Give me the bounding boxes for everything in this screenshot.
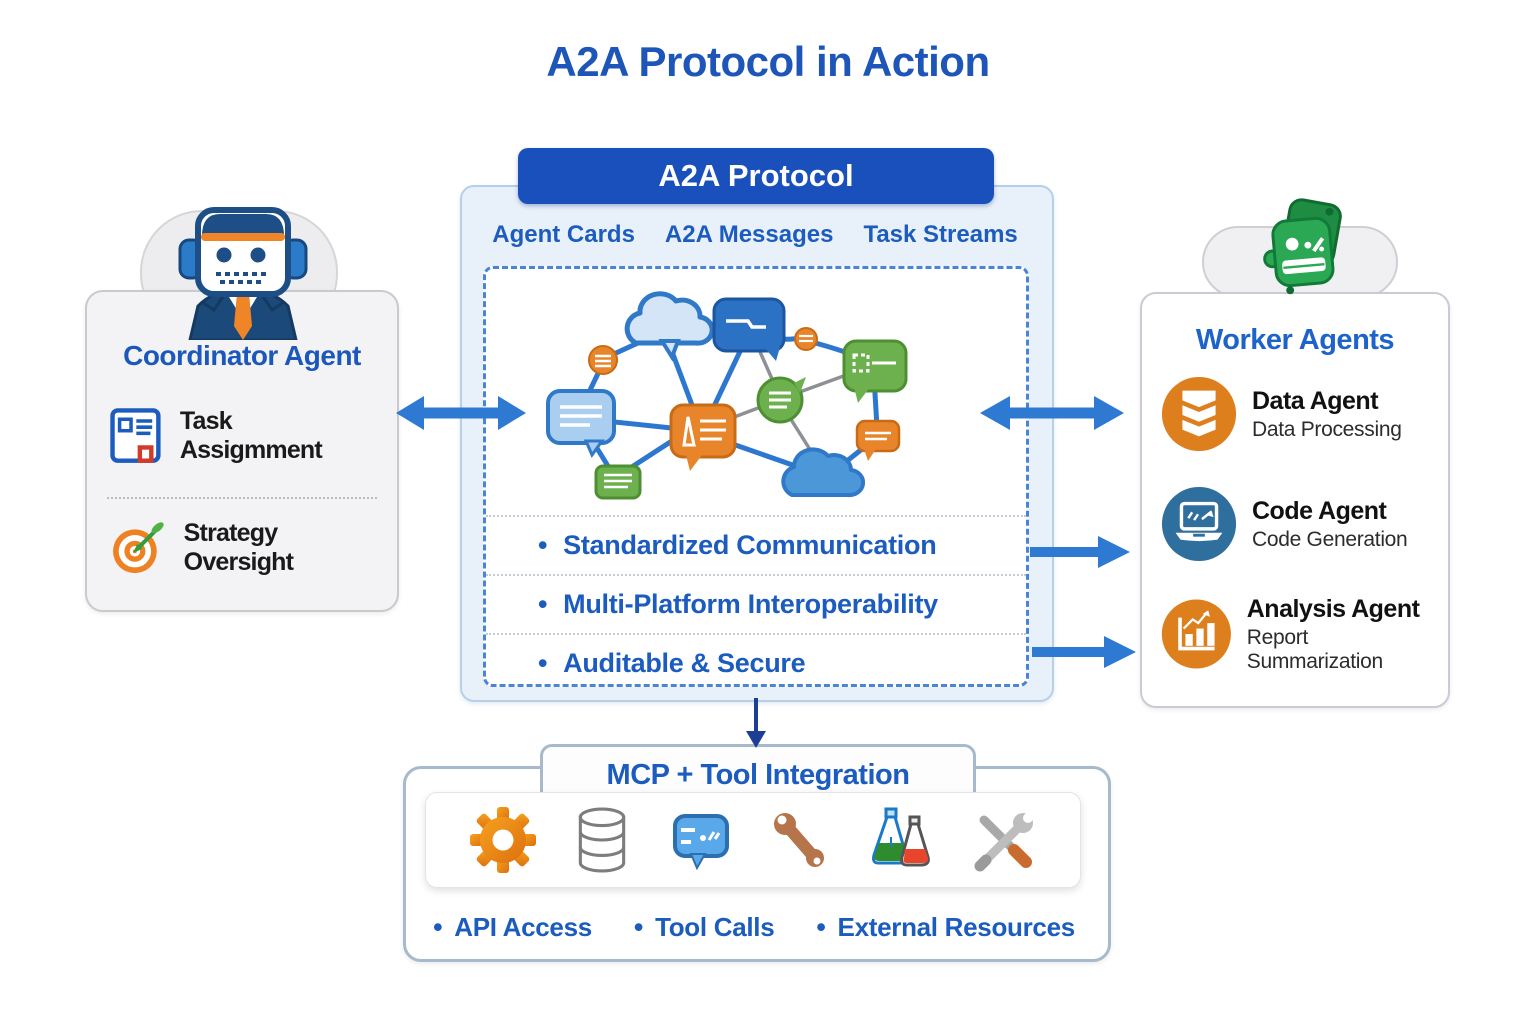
gear-icon — [469, 807, 536, 873]
protocol-bullet-list: • Standardized Communication • Multi-Pla… — [486, 515, 1026, 692]
capability-agent-cards: Agent Cards — [492, 221, 635, 248]
protocol-bullet-standardized: • Standardized Communication — [486, 515, 1026, 574]
mcp-tools-row — [425, 792, 1081, 888]
page-title: A2A Protocol in Action — [546, 38, 990, 85]
wrench-icon — [773, 813, 824, 867]
protocol-bullet-label: Standardized Communication — [563, 530, 937, 560]
coordinator-card: Coordinator Agent Task Assigmment — [85, 290, 399, 612]
agent-network-graph — [546, 291, 908, 500]
mcp-bullet-tool-calls: • Tool Calls — [633, 911, 775, 943]
crossed-tools-icon — [974, 813, 1033, 872]
protocol-mcp-down-arrow — [746, 698, 766, 748]
mcp-bullet-label: Tool Calls — [655, 911, 775, 942]
capability-task-streams: Task Streams — [863, 221, 1018, 248]
worker-agents-icon — [1263, 198, 1342, 295]
protocol-analysis-agent-arrow — [1032, 636, 1136, 668]
message-node-lightblue — [546, 389, 616, 459]
protocol-bullet-label: Auditable & Secure — [563, 648, 806, 678]
coordinator-protocol-arrow — [396, 396, 526, 430]
coordinator-robot-avatar — [178, 207, 308, 340]
protocol-worker-arrow — [980, 396, 1124, 430]
message-node-green-center — [756, 376, 806, 424]
cloud-node-bottom — [781, 447, 866, 498]
protocol-detail-box: • Standardized Communication • Multi-Pla… — [483, 266, 1029, 687]
bar-chart-icon — [1161, 599, 1231, 669]
mcp-bullet-row: • API Access • Tool Calls • External Res… — [403, 905, 1105, 949]
target-icon — [113, 522, 164, 574]
agent-role: Code Generation — [1252, 527, 1408, 551]
coordinator-item-task-assignment: Task Assigmment — [109, 402, 375, 470]
agent-name: Code Agent — [1252, 496, 1387, 525]
protocol-bullet-auditable: • Auditable & Secure — [486, 633, 1026, 692]
agent-row-code: Code Agent Code Generation — [1160, 484, 1436, 564]
mcp-bullet-label: External Resources — [837, 911, 1076, 942]
coordinator-item-label: Strategy Oversight — [183, 519, 294, 576]
coordinator-item-strategy-oversight: Strategy Oversight — [109, 514, 375, 582]
message-node-orange-right — [855, 419, 901, 461]
bullet-dot: • — [538, 530, 548, 560]
agent-name: Data Agent — [1252, 386, 1379, 415]
coordinator-item-label: Task Assigmment — [179, 407, 323, 464]
protocol-code-agent-arrow — [1030, 536, 1130, 568]
bullet-dot: • — [538, 589, 548, 619]
data-stack-icon — [1161, 376, 1237, 452]
a2a-protocol-header: A2A Protocol — [518, 148, 994, 204]
coordinator-title: Coordinator Agent — [123, 340, 361, 371]
task-document-icon — [110, 408, 161, 463]
coordinator-divider — [107, 497, 377, 499]
flasks-icon — [871, 807, 930, 867]
cloud-node-top — [624, 291, 715, 362]
agent-role: Report Summarization — [1246, 625, 1383, 673]
agent-name: Analysis Agent — [1246, 594, 1420, 623]
relay-node-orange-left — [588, 345, 618, 375]
chat-tool-icon — [672, 814, 729, 871]
message-node-green-right — [842, 339, 908, 403]
bullet-dot: • — [816, 911, 826, 942]
mcp-bullet-label: API Access — [454, 911, 592, 942]
worker-agents-card: Worker Agents Data Agent Data Processing — [1140, 292, 1450, 708]
bullet-dot: • — [633, 911, 644, 942]
bullet-dot: • — [538, 648, 548, 678]
worker-agents-title: Worker Agents — [1195, 324, 1395, 356]
agent-role: Data Processing — [1252, 417, 1402, 441]
code-laptop-icon — [1161, 486, 1237, 562]
protocol-capabilities: Agent Cards A2A Messages Task Streams — [460, 218, 1050, 252]
message-node-green-bottom — [594, 464, 642, 500]
relay-node-orange-right — [794, 327, 818, 351]
message-node-blue — [712, 297, 786, 361]
protocol-bullet-label: Multi-Platform Interoperability — [563, 589, 938, 619]
agent-row-data: Data Agent Data Processing — [1160, 374, 1436, 454]
mcp-bullet-external-resources: • External Resources — [816, 912, 1075, 943]
bullet-dot: • — [433, 911, 443, 942]
agent-row-analysis: Analysis Agent Report Summarization — [1160, 594, 1436, 674]
mcp-bullet-api-access: • API Access — [433, 912, 592, 943]
protocol-bullet-interoperability: • Multi-Platform Interoperability — [486, 574, 1026, 633]
capability-a2a-messages: A2A Messages — [664, 221, 834, 248]
message-node-orange-center — [669, 403, 737, 471]
database-icon — [578, 807, 625, 873]
